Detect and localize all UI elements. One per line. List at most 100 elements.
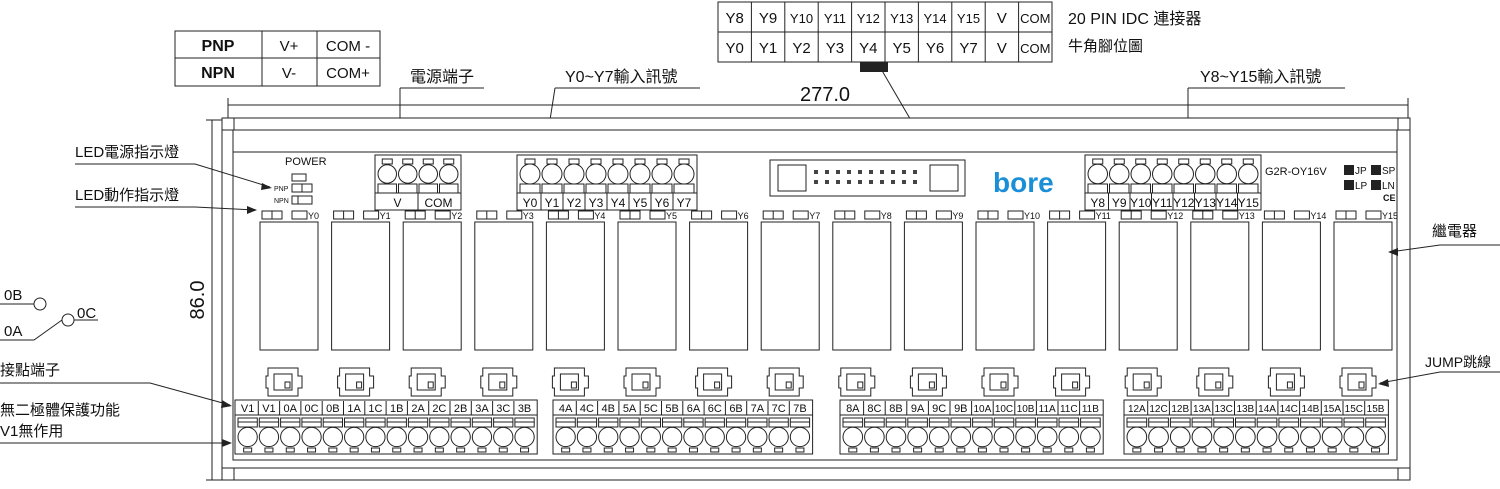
idc-pin [814,170,818,174]
jump-connector [695,367,733,397]
output-terminal-label: 6B [729,403,742,415]
callout-v1-unused: V1無作用 [0,423,63,440]
terminal-screw [1058,426,1080,448]
idc-pin-cell: Y11 [824,11,846,26]
led-label: Y3 [523,211,534,221]
jumper-label: LN [1382,181,1395,192]
output-terminal-label: 0A [284,403,298,415]
idc-pin-cell: COM [1020,11,1050,26]
idc-pin-cell: Y4 [859,40,877,57]
idc-pin [869,180,873,184]
terminal-screw [662,426,683,448]
terminal-screw [972,426,993,448]
output-terminal-label: 15A [1323,404,1341,415]
output-terminal-label: 14C [1280,404,1298,415]
terminal-screw [471,426,493,448]
jumper-sp [1371,165,1381,175]
output-terminal-label: 1C [368,403,382,415]
led-label: Y0 [308,211,319,221]
idc-title: 20 PIN IDC 連接器 [1068,10,1201,28]
terminal-label: Y13 [1195,196,1217,210]
idc-pin [913,170,917,174]
terminal-screw [1015,426,1036,448]
jump-connector [838,367,876,397]
terminal-screw [450,426,471,448]
terminal-label: Y4 [611,196,626,210]
output-terminal-label: 1B [390,403,403,415]
output-terminal-label: 13B [1236,404,1254,415]
idc-pin-cell: Y7 [959,40,977,57]
model-label: G2R-OY16V [1265,166,1327,178]
idc-pin [891,170,895,174]
width-dimension: 277.0 [227,84,1409,118]
channel: Y1 [331,210,391,397]
channel: Y7 [760,210,820,397]
terminal-label: Y10 [1130,196,1152,210]
pnp-npn-table: PNP V+ COM - NPN V- COM+ [174,30,381,87]
relay [975,221,1035,351]
callout-relay: 繼電器 [1432,223,1477,240]
terminal-screw [864,426,885,448]
relay [903,221,963,351]
terminal-screw [1036,426,1058,448]
terminal-screw [640,426,661,448]
jump-connector [1124,367,1162,397]
relay [1261,221,1321,351]
relay [689,221,749,351]
terminal-label: Y1 [545,196,560,210]
ce-mark: CE [1383,193,1396,203]
relay [760,221,820,351]
terminal-label: Y15 [1238,196,1260,210]
output-terminal-label: 6A [687,403,701,415]
idc-pin [825,180,829,184]
jumper-jp [1344,165,1354,175]
relay [259,221,319,351]
relay [402,221,462,351]
led-label: Y2 [451,211,462,221]
terminal-screw [950,426,972,448]
jumper-label: LP [1355,181,1368,192]
output-terminal-label: 15B [1367,404,1385,415]
idc-pin-cell: Y3 [826,40,844,57]
callout-led-power: LED電源指示燈 [75,144,179,161]
terminal-screw [514,426,535,448]
channel: Y5 [617,210,677,397]
output-terminal-label: 7C [772,403,786,415]
led-indicator [1007,210,1024,220]
led-label: Y5 [666,211,677,221]
terminal-screw [842,426,864,448]
relay [331,221,391,351]
led-indicator [792,210,809,220]
terminal-screw [1300,426,1321,448]
terminal-screw [258,426,280,448]
jumper-label: JP [1355,166,1367,177]
callout-no-diode: 無二極體保護功能 [0,402,120,419]
terminal-screw [344,426,365,448]
relay [1333,221,1393,351]
output-terminal-label: 7A [751,403,765,415]
terminal-label: Y5 [633,196,648,210]
led-indicator [291,210,308,220]
led-indicator [1222,210,1239,220]
terminal-screw [1278,426,1300,448]
idc-pin-cell: Y2 [792,40,810,57]
terminal-screw [928,426,950,448]
output-terminal-label: 3A [475,403,489,415]
jump-connector [337,367,375,397]
terminal-screw [704,426,725,448]
power-led-label: POWER [285,156,327,168]
channel: Y11 [1047,210,1111,397]
channel: Y4 [545,210,605,397]
idc-pin [814,180,818,184]
output-terminal-label: 2B [454,403,467,415]
terminal-screw [907,426,928,448]
output-terminal-label: 6C [708,403,722,415]
height-value: 86.0 [187,281,209,320]
channel: Y3 [474,210,534,397]
output-terminal-label: 5B [665,403,678,415]
terminal-screw [398,164,418,184]
terminal-screw [1126,426,1148,448]
terminal-screw [1365,426,1386,448]
terminal-screw [768,426,789,448]
